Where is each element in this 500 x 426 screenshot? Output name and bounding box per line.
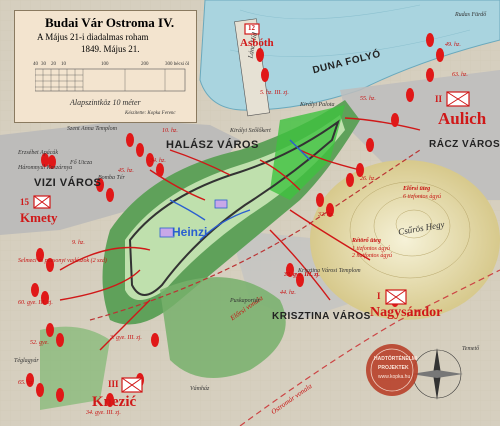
battery-restoro: Rétörő üteg xyxy=(352,238,381,244)
district-racz: RÁCZ VÁROS xyxy=(429,139,500,150)
place-fo-utcza: Fő Utcza xyxy=(70,160,93,166)
place-rudas: Rudas Fürdő xyxy=(455,12,487,18)
unit-label: 60. gye. III. zj. xyxy=(18,300,53,306)
corps-nagysandor: Nagysándor xyxy=(370,305,443,320)
castle-walls xyxy=(128,119,340,296)
gellert-hill xyxy=(310,160,500,320)
battery-elorsi: Előrsi üteg xyxy=(403,186,431,192)
hungarian-troops xyxy=(26,33,444,407)
author-note: Készítette: Kopka Ferenc xyxy=(125,111,176,116)
scale-tick: 300 bécsi öl xyxy=(165,62,190,67)
scale-tick: 200 xyxy=(141,62,149,67)
corps-number: I xyxy=(377,291,381,301)
varnagyi-meadow xyxy=(160,277,286,378)
watermark-text: www.kopka.hu xyxy=(378,374,411,380)
place-erzsebet: Erzsébet Apácák xyxy=(18,150,59,156)
corps-number: 15 xyxy=(20,197,29,207)
place-szent-anna: Szent Anna Templom xyxy=(67,126,118,132)
corps-aulich: Aulich xyxy=(438,109,487,128)
battery-elorsi-detail: 6 tizfontos ágyú xyxy=(403,194,442,200)
defender-heinzi: Heinzi xyxy=(172,225,208,239)
unit-label: 32. hz. xyxy=(318,212,334,218)
place-kiralyi-kert: Királyi Szőlőkert xyxy=(230,128,271,134)
corps-number: 12 xyxy=(248,24,255,32)
unit-label: 55. hz. xyxy=(360,96,376,102)
contour-note: Alapszintköz 10 méter xyxy=(70,98,141,107)
unit-label: 10. hz. xyxy=(162,128,178,134)
corps-number: III xyxy=(108,379,119,389)
place-haromnyul: Háromnyúl Kaszárnya xyxy=(18,165,73,171)
place-palota: Királyi Palota xyxy=(300,102,335,108)
scale-tick: 10 xyxy=(61,62,66,67)
map-title: Budai Vár Ostroma IV. xyxy=(45,15,175,30)
scale-tick: 100 xyxy=(101,62,109,67)
corps-asboth: Asbóth xyxy=(240,37,274,49)
place-bomba: Bomba Tér xyxy=(98,175,125,181)
unit-label: 44. hz. xyxy=(280,290,296,296)
place-vamhaz: Vámház xyxy=(190,386,210,392)
attack-arrows xyxy=(59,117,421,351)
battery-left-detail: Selmeci és pozsonyi vadászok (2 szd) xyxy=(18,258,107,264)
compass-rose xyxy=(411,348,463,400)
unit-label: 3. gye. III. zj. xyxy=(110,335,142,341)
title-box: Budai Vár Ostroma IV. A Május 21-i diada… xyxy=(14,10,197,123)
scale-bar xyxy=(35,68,186,92)
defender-arrows xyxy=(169,139,311,241)
chain-bridge xyxy=(234,18,270,117)
district-krisztina: KRISZTINA VÁROS xyxy=(272,311,371,322)
elorsi-line xyxy=(89,149,421,321)
scale-tick: 40 xyxy=(33,62,38,67)
place-puskaportar: Puskaportár xyxy=(230,298,260,304)
place-teglagyar: Téglagyár xyxy=(14,358,39,364)
corps-number: II xyxy=(435,94,443,104)
battery-restoro-detail: 2 hatfontos ágyú xyxy=(352,253,392,259)
scale-tick: 30 xyxy=(41,62,46,67)
map-date: 1849. Május 21. xyxy=(81,44,140,54)
danube-river xyxy=(199,0,500,111)
district-vizi: VIZI VÁROS xyxy=(34,177,102,189)
ostromar-line xyxy=(239,269,500,426)
place-temeto: Temető xyxy=(462,346,480,352)
unit-label: 45. hz. xyxy=(118,168,134,174)
unit-label: 5. hz. III. zj. xyxy=(260,90,289,96)
unit-label: 34. gye. III. zj. xyxy=(86,410,121,416)
corps-kmety: Kmety xyxy=(20,210,58,225)
royal-garden xyxy=(270,105,345,200)
watermark-seal xyxy=(366,344,418,396)
unit-label: 9. hz. xyxy=(72,240,85,246)
unit-label: 63. hz. xyxy=(452,72,468,78)
watermark-text: PROJEKTEK xyxy=(378,365,409,371)
map-subtitle: A Május 21-i diadalmas roham xyxy=(37,32,149,42)
watermark-text: HADTÖRTÉNELMI xyxy=(374,356,418,362)
corps-knezic: Knezić xyxy=(92,394,137,410)
unit-label: 34. hz. xyxy=(150,158,166,164)
place-krisztina-church: Krisztina Városi Templom xyxy=(298,268,361,274)
district-halasz: HALÁSZ VÁROS xyxy=(166,139,259,151)
vizi-varos-blocks xyxy=(0,120,240,235)
unit-label: 52. gye. xyxy=(30,340,49,346)
battery-restoro-detail: 1 tizfontos ágyú xyxy=(352,246,391,252)
scale-tick: 20 xyxy=(51,62,56,67)
unit-label: 39. gye. III. zj. xyxy=(284,272,320,278)
unit-label: 49. hz. xyxy=(445,42,461,48)
unit-label: 65. hz. xyxy=(18,380,34,386)
unit-label: 26. hz. xyxy=(360,176,376,182)
